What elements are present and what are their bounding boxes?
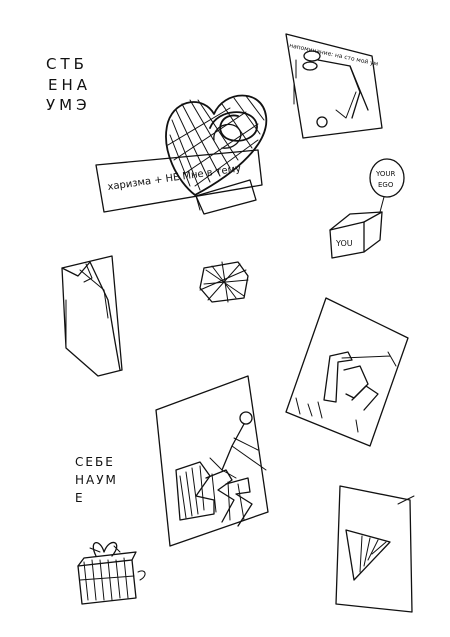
ego-bubble-line: YOUR xyxy=(375,170,396,178)
box-label: YOU xyxy=(335,239,353,248)
lettering-line: СТБ xyxy=(46,55,88,73)
torn-paper-icon xyxy=(335,485,415,613)
top-left-lettering: СТБ ЕНА УМЭ xyxy=(46,55,91,114)
large-letters-poster-icon xyxy=(155,375,269,547)
lettering-line: Е xyxy=(75,491,85,505)
gift-box-icon xyxy=(77,541,146,605)
folded-card-icon xyxy=(61,255,123,377)
ego-bubble-line: EGO xyxy=(378,181,394,189)
lettering-line: НАУМ xyxy=(75,473,118,487)
letters-poster-icon xyxy=(285,297,409,447)
mid-left-lettering: СЕБЕ НАУМ Е xyxy=(75,455,118,505)
lettering-line: СЕБЕ xyxy=(75,455,115,469)
lettering-line: УМЭ xyxy=(46,96,91,114)
figure-poster-icon: напоминание: на сто мой ум xyxy=(285,33,383,139)
heart-sketch-icon: харизма + НЕ Мне в тему xyxy=(95,94,268,215)
box-with-balloon-icon: YOUR EGO YOU xyxy=(329,158,405,259)
lettering-line: ЕНА xyxy=(48,76,91,94)
gift-scribble-icon xyxy=(199,261,249,303)
